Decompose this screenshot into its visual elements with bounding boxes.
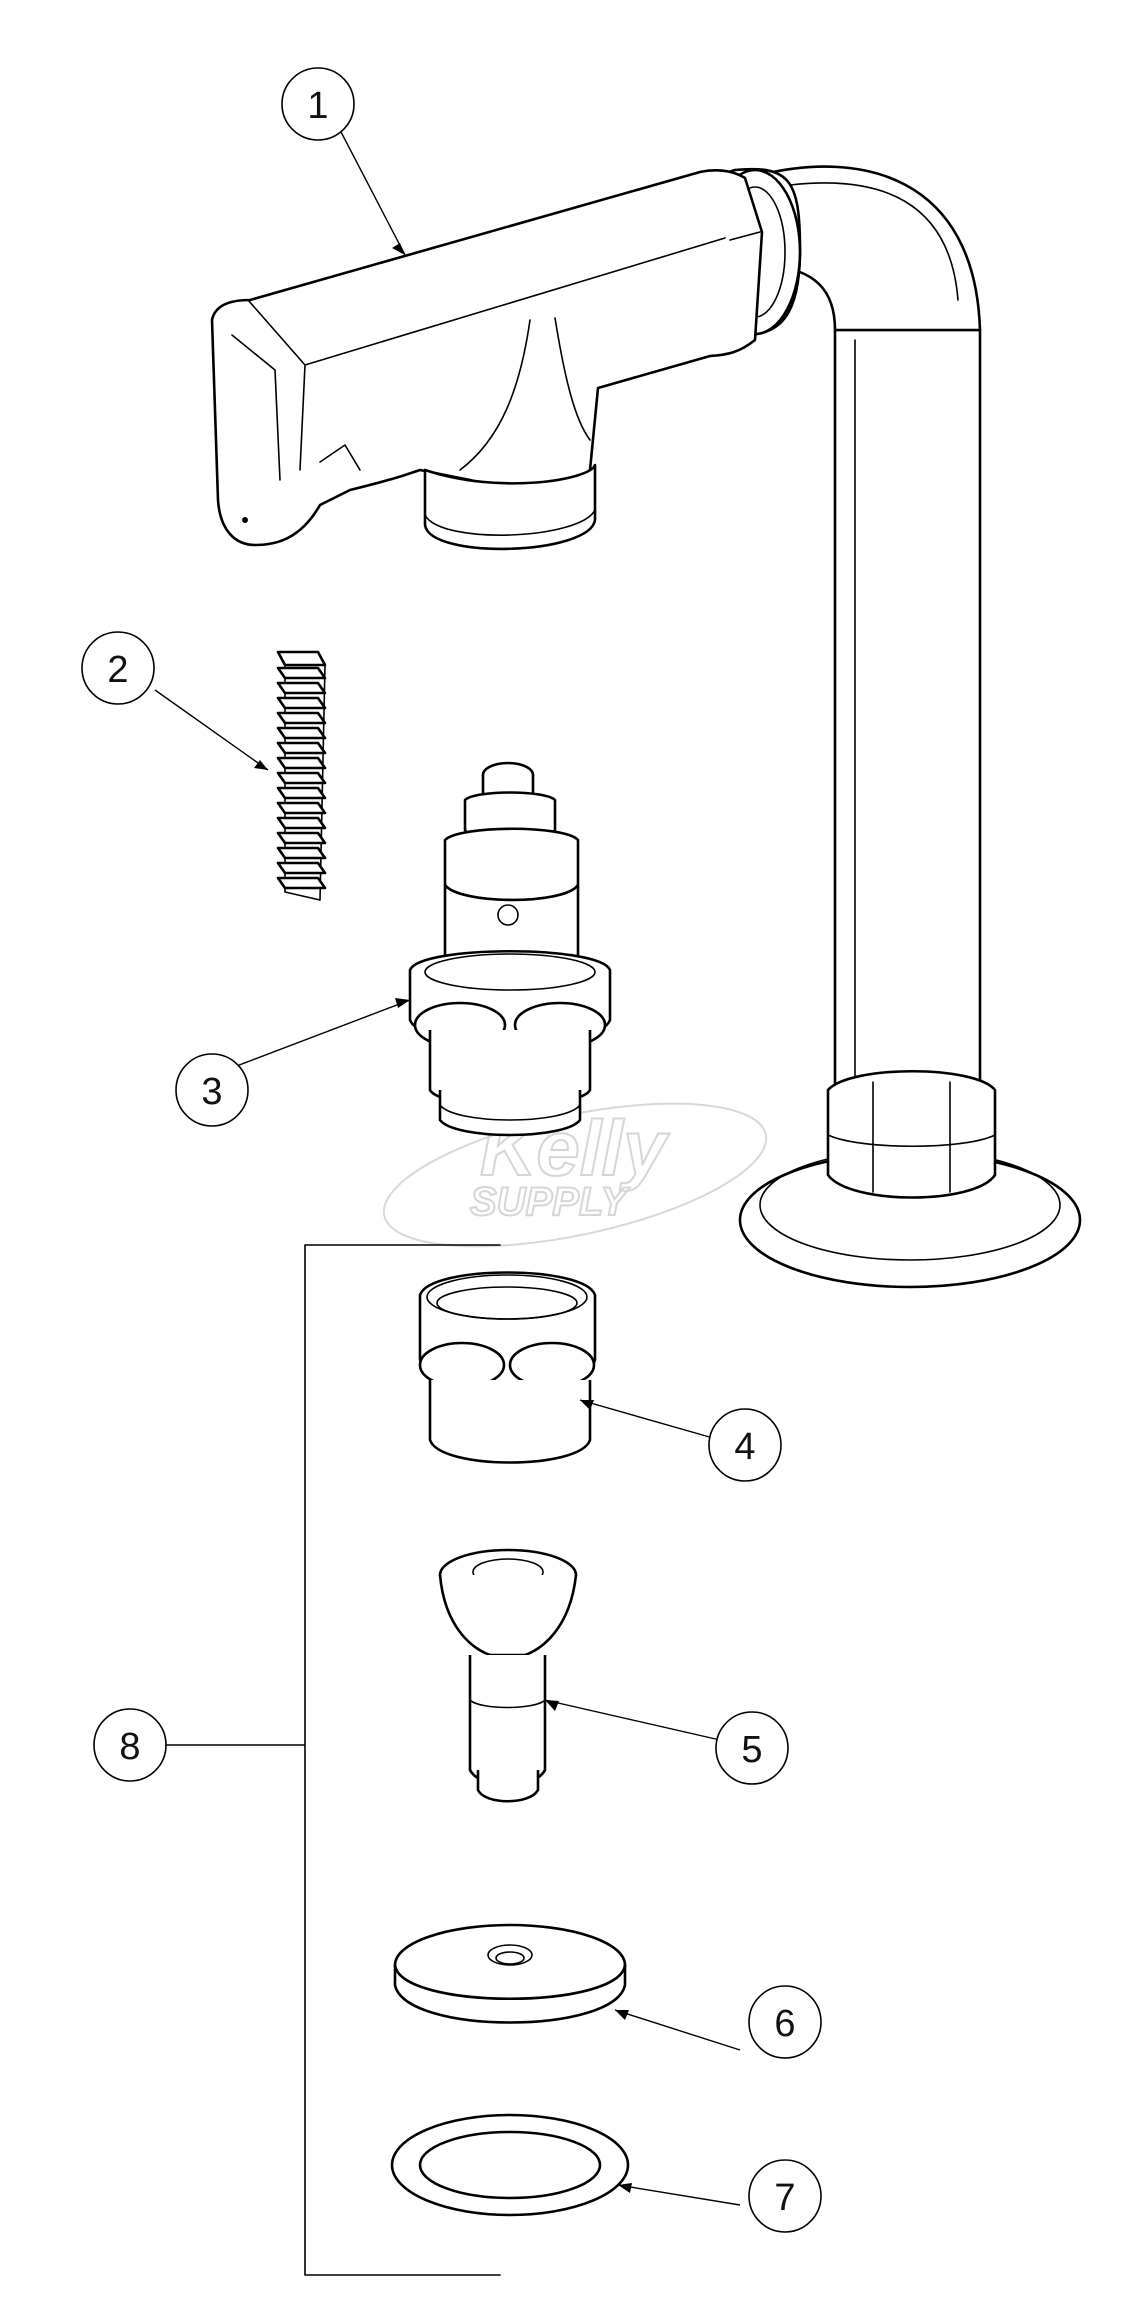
callout-3-label: 3 <box>201 1071 222 1113</box>
callout-5: 5 <box>715 1711 789 1785</box>
screen-slat <box>276 876 327 890</box>
callout-2: 2 <box>81 631 155 705</box>
part-3-valve-cartridge <box>199 761 612 1137</box>
callout-2-label: 2 <box>107 649 128 691</box>
part-1-bubbler-spout-assembly <box>210 129 1082 1289</box>
screen-slat <box>276 861 327 875</box>
screen-slat <box>276 756 327 770</box>
callout-7: 7 <box>748 2159 822 2233</box>
callout-5-label: 5 <box>741 1729 762 1771</box>
screen-slat <box>276 786 327 800</box>
part-2-strainer-screen <box>154 650 327 901</box>
screen-slat <box>276 846 327 860</box>
callout-4: 4 <box>708 1408 782 1482</box>
screen-slat <box>276 681 327 695</box>
kit-8-bracket <box>165 1244 501 2276</box>
part-7-o-ring <box>390 2113 741 2217</box>
callout-1: 1 <box>281 67 355 141</box>
callout-3: 3 <box>175 1053 249 1127</box>
callout-7-label: 7 <box>774 2177 795 2219</box>
callout-4-label: 4 <box>734 1426 755 1468</box>
part-5-poppet-stem <box>438 1548 721 1803</box>
callout-6: 6 <box>748 1985 822 2059</box>
screen-slat <box>276 741 327 755</box>
screen-slat <box>276 801 327 815</box>
watermark-line2: SUPPLY <box>470 1180 630 1224</box>
callout-8: 8 <box>93 1708 167 1782</box>
screen-slat <box>276 711 327 725</box>
callout-8-label: 8 <box>119 1726 140 1768</box>
screen-slat <box>276 666 327 680</box>
screen-slat <box>276 696 327 710</box>
screen-slat <box>276 771 327 785</box>
screen-slat <box>276 831 327 845</box>
part-4-hex-nut <box>418 1271 721 1464</box>
callout-6-label: 6 <box>774 2003 795 2045</box>
part-6-seat-washer <box>393 1923 741 2051</box>
callout-1-label: 1 <box>307 85 328 127</box>
screen-slat <box>276 726 327 740</box>
screen-slat <box>276 816 327 830</box>
